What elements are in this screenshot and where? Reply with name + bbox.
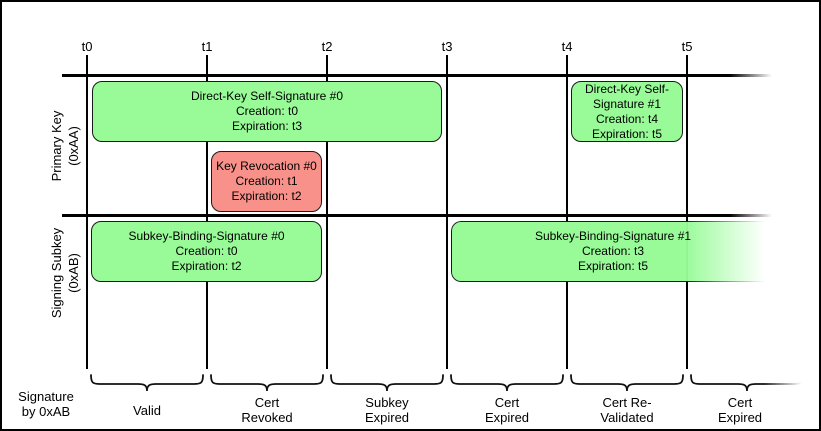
tick-label-t2: t2 (321, 39, 333, 54)
box-title: Key Revocation #0 (216, 159, 317, 173)
brace-cert-expired-2 (690, 374, 804, 392)
box-line: Expiration: t3 (231, 119, 303, 133)
brace-subkey-expired (330, 374, 444, 392)
tick-label-t0: t0 (81, 39, 93, 54)
box-title: Subkey-Binding-Signature #1 (534, 229, 692, 243)
subkey-timeline-line (62, 214, 772, 217)
tick-line-t5 (686, 55, 688, 369)
tick-line-t4 (566, 55, 568, 369)
box-line: Expiration: t2 (171, 259, 242, 273)
box-title: Signature #1 (592, 96, 662, 111)
box-title: Direct-Key Self-Signature #0 (190, 89, 344, 103)
brace-cert-revoked (210, 374, 324, 392)
tick-label-t5: t5 (681, 39, 693, 54)
box-key-revocation-0: Key Revocation #0 Creation: t1 Expiratio… (211, 151, 322, 212)
phase-label-subkey-expired: Subkey Expired (364, 395, 410, 425)
phase-label-cert-expired-1: Cert Expired (484, 395, 530, 425)
box-subkey-binding-signature-1: Subkey-Binding-Signature #1 Creation: t3… (451, 221, 775, 282)
tick-label-t3: t3 (441, 39, 453, 54)
box-line: Expiration: t5 (591, 126, 663, 141)
box-line: Creation: t1 (235, 174, 298, 188)
phase-label-cert-revoked: Cert Revoked (241, 395, 293, 425)
box-title: Subkey-Binding-Signature #0 (128, 229, 285, 243)
brace-valid (90, 374, 204, 392)
tick-label-t4: t4 (561, 39, 573, 54)
phase-label-valid: Valid (133, 402, 161, 418)
box-subkey-binding-signature-0: Subkey-Binding-Signature #0 Creation: t0… (91, 221, 322, 282)
box-line: Creation: t0 (235, 104, 299, 118)
row-label-signing-subkey: Signing Subkey (0xAB) (49, 227, 81, 319)
tick-line-t0 (86, 55, 88, 369)
box-line: Creation: t0 (175, 244, 238, 258)
box-line: Creation: t3 (581, 244, 645, 258)
primary-key-timeline-line (62, 74, 772, 77)
signature-by-caption: Signature by 0xAB (18, 389, 74, 419)
tick-line-t3 (446, 55, 448, 369)
box-direct-key-self-signature-1: Direct-Key Self- Signature #1 Creation: … (571, 81, 683, 142)
brace-cert-expired-1 (450, 374, 564, 392)
box-title: Direct-Key Self- (584, 81, 670, 96)
phase-label-cert-revalidated: Cert Re- Validated (600, 395, 654, 425)
tick-line-t2 (326, 55, 328, 369)
box-line: Creation: t4 (595, 111, 659, 126)
tick-label-t1: t1 (201, 39, 213, 54)
box-direct-key-self-signature-0: Direct-Key Self-Signature #0 Creation: t… (92, 81, 442, 142)
tick-line-t1 (206, 55, 208, 369)
phase-label-cert-expired-2: Cert Expired (717, 395, 763, 425)
brace-cert-revalidated (570, 374, 684, 392)
box-line: Expiration: t2 (231, 189, 302, 203)
box-line: Expiration: t5 (577, 259, 649, 273)
